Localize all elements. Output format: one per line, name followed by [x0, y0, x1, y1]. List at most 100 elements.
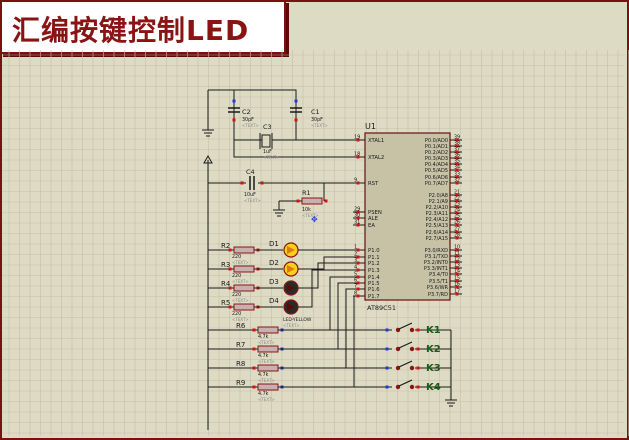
crystal-value: 1uF	[263, 149, 272, 155]
led-part: LED-YELLOW	[283, 317, 312, 323]
button-resistor-body	[257, 383, 279, 391]
led-resistor-body	[233, 284, 255, 292]
led-resistor-body	[233, 246, 255, 254]
button-resistor-text: <TEXT>	[258, 359, 275, 364]
pin-state-dot	[296, 199, 300, 203]
c2-text: <TEXT>	[242, 123, 259, 128]
chip-pin-name: P0.5/AD5	[425, 168, 448, 174]
wire-btn-p1	[353, 295, 355, 387]
crystal-body	[261, 134, 271, 148]
chip-pin-name: P2.2/A10	[426, 205, 448, 211]
chip-pin-number: 15	[454, 276, 460, 282]
pin-state-dot	[455, 266, 459, 270]
chip-pin-name: XTAL1	[368, 138, 384, 144]
r1-text: <TEXT>	[302, 213, 319, 218]
chip-pin-name: P0.3/AD3	[425, 156, 448, 162]
c1-text: <TEXT>	[311, 123, 328, 128]
switch-contact	[409, 365, 415, 371]
chip-pin-name: P2.4/A12	[426, 217, 448, 223]
chip-pin-name: P0.2/AD2	[425, 150, 448, 156]
pin-state-dot	[356, 261, 360, 265]
pin-state-dot	[455, 168, 459, 172]
wire-btn-p1	[337, 282, 353, 349]
button-resistor-ref: R7	[236, 341, 245, 349]
chip-pin-name: P3.1/TXD	[425, 254, 448, 260]
pin-state-dot	[455, 279, 459, 283]
led-resistor-text: <TEXT>	[232, 260, 249, 265]
pin-state-dot	[455, 223, 459, 227]
chip-pin-number: 14	[454, 269, 460, 275]
schematic-title: 汇编按键控制LED	[12, 14, 250, 47]
chip-pin-name: P2.5/A13	[426, 223, 448, 229]
button-label: K2	[426, 344, 441, 355]
c1-ref: C1	[311, 108, 320, 116]
chip-pin-number: 17	[454, 289, 460, 295]
pin-state-dot	[356, 210, 360, 214]
chip-pin-name: P2.6/A14	[426, 230, 448, 236]
pin-state-dot	[455, 150, 459, 154]
c2-ref: C2	[242, 108, 251, 116]
chip-pin-number: 1	[354, 245, 357, 251]
chip-pin-name: RST	[368, 181, 379, 187]
chip-pin-number: 4	[354, 265, 357, 271]
pin-state-dot	[232, 118, 236, 122]
pin-state-dot	[416, 385, 420, 389]
grid	[2, 50, 629, 436]
c1-value: 30pF	[311, 117, 323, 123]
c4-value: 10uF	[244, 192, 256, 198]
chip-pin-number: 10	[454, 245, 460, 251]
chip-pin-number: 26	[454, 220, 460, 226]
pin-state-dot	[294, 118, 298, 122]
pin-state-dot	[356, 294, 360, 298]
chip-pin-number: 7	[354, 284, 357, 290]
pin-state-dot	[455, 193, 459, 197]
led-resistor-text: <TEXT>	[232, 279, 249, 284]
wire-btn-p1	[329, 276, 353, 330]
chip-pin-number: 35	[454, 159, 460, 165]
led-resistor-body	[233, 265, 255, 273]
chip-pin-name: P0.4/AD4	[425, 162, 448, 168]
chip-pin-number: 8	[354, 291, 357, 297]
button-label: K1	[426, 325, 441, 336]
pin-state-dot	[455, 144, 459, 148]
chip-pin-number: 38	[454, 141, 460, 147]
button-resistor-value: 4.7k	[258, 353, 269, 359]
pin-state-dot	[252, 385, 256, 389]
chip-pin-name: PSEN	[368, 210, 382, 216]
chip-pin-name: EA	[368, 223, 375, 229]
led-resistor-value: 220	[232, 254, 241, 260]
chip-pin-name: P2.0/A8	[429, 193, 448, 199]
c4-text: <TEXT>	[244, 198, 261, 203]
pin-state-dot	[232, 99, 236, 103]
pin-state-dot	[455, 156, 459, 160]
led-resistor-text: <TEXT>	[232, 298, 249, 303]
chip-pin-number: 28	[454, 233, 460, 239]
switch-contact	[409, 327, 415, 333]
pin-state-dot	[385, 328, 389, 332]
pin-state-dot	[228, 248, 232, 252]
chip-pin-number: 2	[354, 252, 357, 258]
r1-value: 10k	[302, 207, 311, 213]
led-resistor-text: <TEXT>	[232, 317, 249, 322]
chip-pin-name: P1.0	[368, 248, 380, 254]
chip-pin-name: XTAL2	[368, 155, 384, 161]
button-resistor-body	[257, 364, 279, 372]
chip-pin-number: 36	[454, 153, 460, 159]
title-box: 汇编按键控制LED	[0, 0, 286, 54]
chip-pin-number: 3	[354, 258, 357, 264]
chip-pin-name: P0.7/AD7	[425, 181, 448, 187]
button-resistor-text: <TEXT>	[258, 378, 275, 383]
switch-lever	[398, 341, 413, 349]
pin-state-dot	[455, 248, 459, 252]
button-resistor-value: 4.7k	[258, 372, 269, 378]
chip-pin-number: 27	[454, 227, 460, 233]
pin-state-dot	[455, 162, 459, 166]
chip-body	[364, 132, 451, 301]
led-resistor-value: 220	[232, 292, 241, 298]
pin-state-dot	[455, 285, 459, 289]
chip-pin-number: 16	[454, 282, 460, 288]
chip-pin-number: 21	[454, 190, 460, 196]
led-resistor-ref: R5	[221, 299, 230, 307]
